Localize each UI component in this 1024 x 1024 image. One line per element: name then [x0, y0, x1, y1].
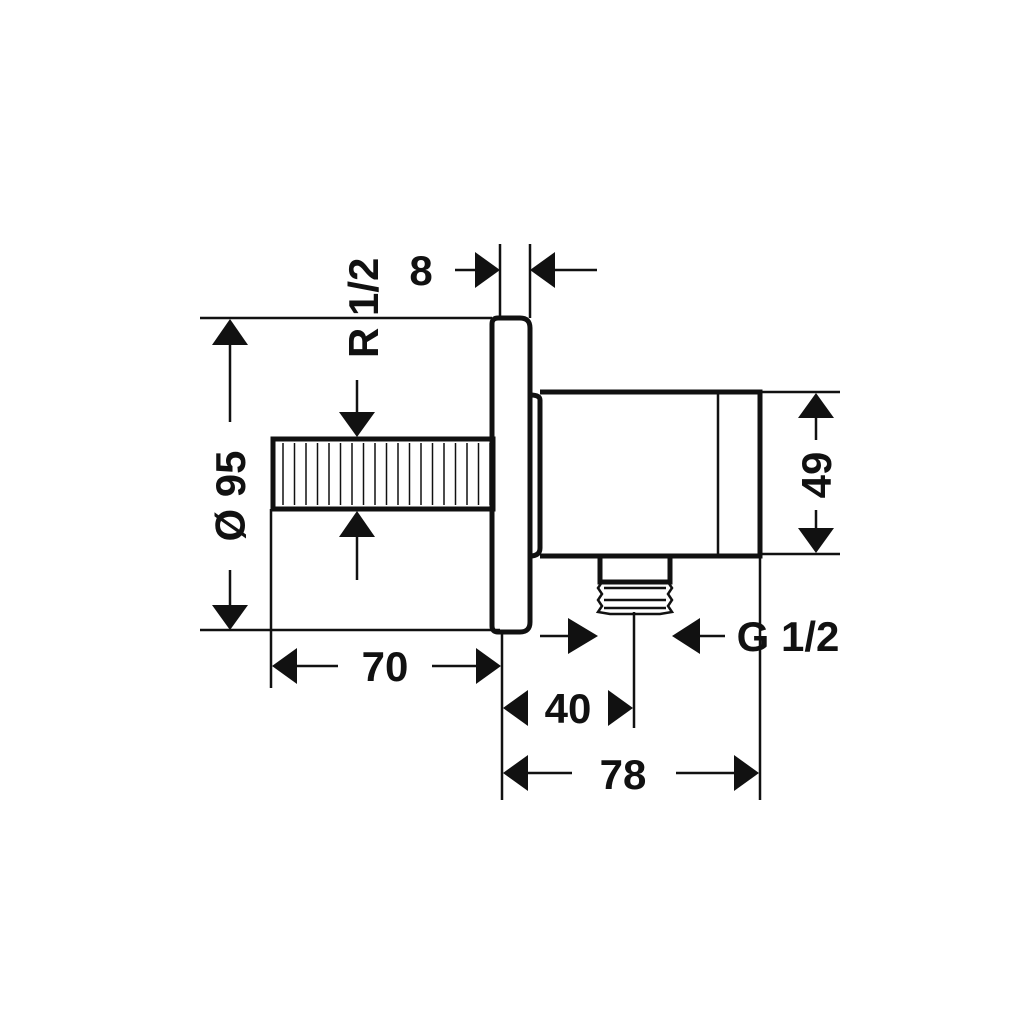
arrow-right: [568, 618, 598, 654]
arrow-right: [475, 252, 500, 288]
dimension-stem-length: 70: [269, 509, 504, 800]
arrow-up: [212, 319, 248, 345]
stem-thread-hatching: [282, 443, 491, 505]
dimension-outlet-thread: G 1/2: [540, 613, 839, 660]
arrow-left: [503, 690, 528, 726]
arrow-down: [212, 605, 248, 630]
dimension-total-depth: 78: [503, 556, 762, 800]
arrow-left: [672, 618, 700, 654]
outlet-nozzle: [597, 556, 673, 585]
arrow-up: [798, 393, 834, 418]
dimension-flange-depth: 8: [409, 244, 597, 318]
outlet-body: [529, 389, 763, 559]
arrow-left: [272, 648, 297, 684]
stem-length-label: 70: [362, 643, 409, 690]
total-depth-label: 78: [600, 751, 647, 798]
arrow-left: [530, 252, 555, 288]
outlet-thread-label: G 1/2: [737, 613, 840, 660]
arrow-up: [339, 511, 375, 537]
dimension-outlet-offset: 40: [503, 612, 636, 732]
flange-depth-label: 8: [409, 247, 432, 294]
wall-thread-label: R 1/2: [340, 258, 387, 358]
arrow-right: [734, 755, 759, 791]
body-height-label: 49: [793, 452, 840, 499]
arrow-right: [476, 648, 501, 684]
dimension-wall-thread: R 1/2: [200, 258, 492, 580]
dimension-flange-diameter: Ø 95: [200, 319, 500, 632]
dimension-body-height: 49: [760, 390, 840, 556]
arrow-left: [503, 755, 528, 791]
arrow-down: [798, 528, 834, 553]
outlet-offset-label: 40: [545, 685, 592, 732]
arrow-down: [339, 412, 375, 437]
flange: [489, 315, 533, 635]
arrow-right: [608, 690, 633, 726]
flange-diameter-label: Ø 95: [207, 450, 254, 541]
wall-outlet-part: [270, 315, 763, 635]
